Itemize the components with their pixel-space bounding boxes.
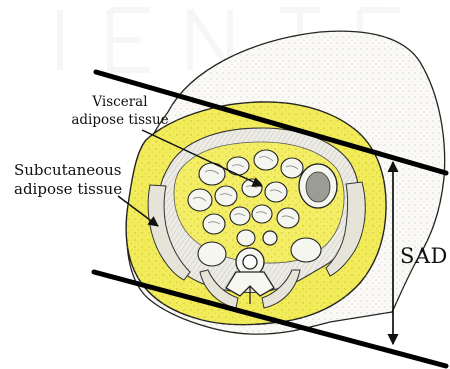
aorta <box>263 231 277 245</box>
right-kidney <box>291 238 321 262</box>
left-kidney <box>198 242 226 266</box>
subcutaneous-label-line1: Subcutaneous <box>14 161 122 179</box>
visceral-label-line1: Visceral <box>91 94 147 110</box>
sad-label: SAD <box>400 244 448 268</box>
visceral-label-line2: adipose tissue <box>71 112 168 128</box>
colon-contents <box>306 172 330 202</box>
subcutaneous-label-line2: adipose tissue <box>14 180 122 198</box>
